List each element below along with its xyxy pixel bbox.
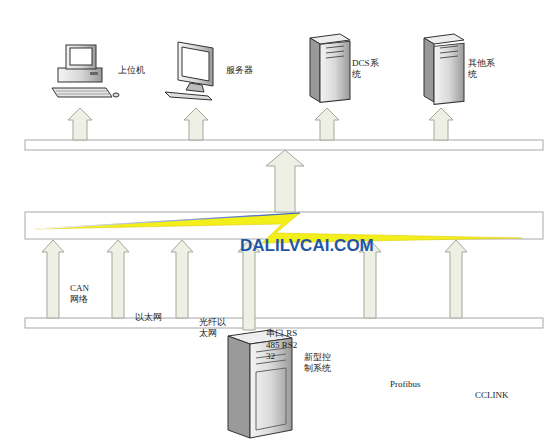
device-label-box: 上位机 xyxy=(118,65,152,76)
up-arrow xyxy=(42,240,64,318)
up-arrow xyxy=(184,108,208,140)
bottom-bus-band xyxy=(25,318,543,328)
computer-icon xyxy=(52,45,119,97)
top-bus-band xyxy=(25,140,543,150)
up-arrow xyxy=(68,108,92,140)
server-tower-icon xyxy=(310,34,350,102)
bus-label: CAN 网络 xyxy=(70,283,94,306)
device-label-box: 服务器 xyxy=(226,65,260,76)
device-label: 新型控制系统 xyxy=(304,352,334,375)
monitor-icon xyxy=(165,42,213,100)
device-label: DCS系统 xyxy=(352,58,382,81)
bus-label: 串口 RS485 RS232 xyxy=(266,328,298,362)
server-tower-icon xyxy=(424,34,464,104)
device-label: 上位机 xyxy=(118,65,152,76)
device-label-box: 新型控制系统 xyxy=(304,352,334,375)
watermark: DALILVCAI.COM xyxy=(240,236,374,256)
bus-label: CCLINK xyxy=(475,390,519,401)
up-arrow xyxy=(429,108,453,140)
up-arrow xyxy=(107,240,129,318)
up-arrow xyxy=(171,240,193,318)
device-label-box: DCS系统 xyxy=(352,58,382,81)
up-arrow xyxy=(315,108,339,140)
up-arrow xyxy=(266,150,304,212)
bus-label: 以太网 xyxy=(135,312,169,323)
device-label: 服务器 xyxy=(226,65,260,76)
bus-label: 光纤以太网 xyxy=(199,317,227,340)
bus-label: Profibus xyxy=(390,379,434,390)
device-label-box: 其他系统 xyxy=(468,58,498,81)
up-arrow xyxy=(445,240,467,318)
device-label: 其他系统 xyxy=(468,58,498,81)
